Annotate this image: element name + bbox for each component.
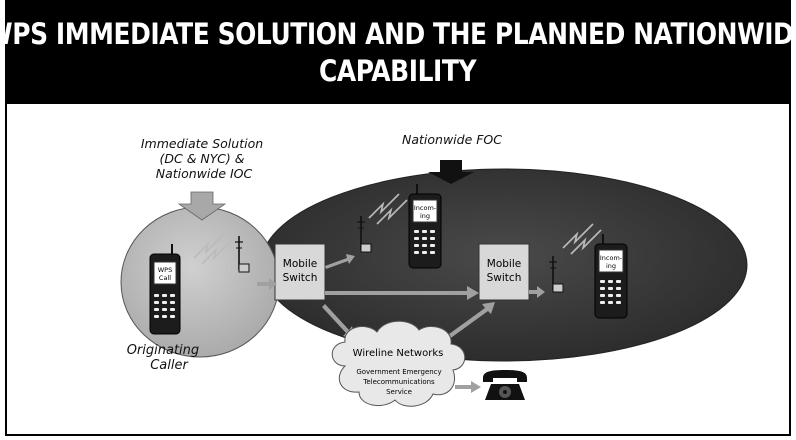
incoming-1-screen-line-1: Incom-: [414, 204, 437, 212]
incoming-phone-2: Incom- ing: [594, 234, 628, 319]
wps-screen-line-1: WPS: [158, 266, 172, 274]
wps-screen-line-2: Call: [159, 274, 171, 282]
mobile-switch-1: Mobile Switch: [274, 243, 326, 301]
wireline-cloud: Wireline Networks Government Emergency T…: [331, 320, 466, 407]
wireline-networks-label: Wireline Networks: [353, 348, 444, 359]
incoming-1-screen-line-2: ing: [420, 212, 430, 220]
mobile-switch-2-label-2: Switch: [487, 272, 522, 284]
title-line-1: WPS IMMEDIATE SOLUTION AND THE PLANNED N…: [0, 17, 796, 51]
title-bar: WPS IMMEDIATE SOLUTION AND THE PLANNED N…: [0, 2, 796, 104]
incoming-2-screen-line-1: Incom-: [600, 254, 623, 262]
incoming-phone-1: Incom- ing: [408, 184, 442, 269]
gets-line-1: Government Emergency: [356, 368, 441, 376]
gets-line-2: Telecommunications: [362, 378, 435, 386]
mobile-switch-2: Mobile Switch: [478, 243, 530, 301]
mobile-switch-1-label-2: Switch: [283, 272, 318, 284]
originating-caller-label: Originating Caller: [127, 343, 204, 373]
incoming-2-screen-line-2: ing: [606, 262, 616, 270]
mobile-switch-1-label-1: Mobile: [283, 258, 317, 270]
page-title: WPS IMMEDIATE SOLUTION AND THE PLANNED N…: [0, 16, 796, 90]
immediate-solution-label: Immediate Solution (DC & NYC) & Nationwi…: [141, 136, 267, 181]
foc-down-arrow: [428, 160, 474, 184]
title-line-2: CAPABILITY: [319, 54, 477, 88]
immediate-circle: [120, 206, 280, 358]
gets-line-3: Service: [386, 388, 412, 396]
wps-diagram: Immediate Solution (DC & NYC) & Nationwi…: [120, 132, 748, 407]
mobile-switch-2-label-1: Mobile: [487, 258, 521, 270]
immediate-down-arrow: [177, 191, 227, 221]
nationwide-foc-label: Nationwide FOC: [402, 132, 502, 147]
telephone-icon: [483, 370, 527, 400]
wps-phone: WPS Call: [149, 244, 181, 335]
